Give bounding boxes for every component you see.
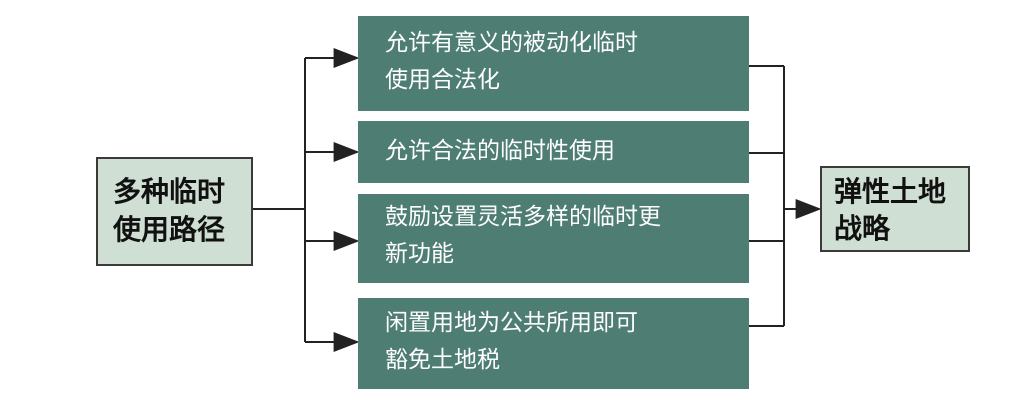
option-node-3: 鼓励设置灵活多样的临时更 新功能 [358, 194, 749, 283]
option-3-line-2: 新功能 [385, 241, 454, 267]
target-node: 弹性土地 战略 [820, 166, 970, 252]
option-node-2: 允许合法的临时性使用 [358, 121, 749, 183]
target-node-line-2: 战略 [834, 212, 891, 245]
option-2-line-1: 允许合法的临时性使用 [385, 138, 615, 164]
source-node: 多种临时 使用路径 [96, 157, 253, 266]
source-node-line-1: 多种临时 [113, 175, 226, 208]
option-3-line-1: 鼓励设置灵活多样的临时更 [385, 204, 661, 230]
option-4-line-1: 闲置用地为公共所用即可 [385, 310, 638, 336]
option-1-line-2: 使用合法化 [385, 67, 500, 93]
option-node-4: 闲置用地为公共所用即可 豁免土地税 [358, 298, 749, 389]
source-node-line-2: 使用路径 [113, 213, 226, 246]
option-4-line-2: 豁免土地税 [385, 347, 500, 373]
option-node-1: 允许有意义的被动化临时 使用合法化 [358, 16, 749, 111]
target-node-line-1: 弹性土地 [834, 175, 947, 208]
option-1-line-1: 允许有意义的被动化临时 [385, 30, 638, 56]
